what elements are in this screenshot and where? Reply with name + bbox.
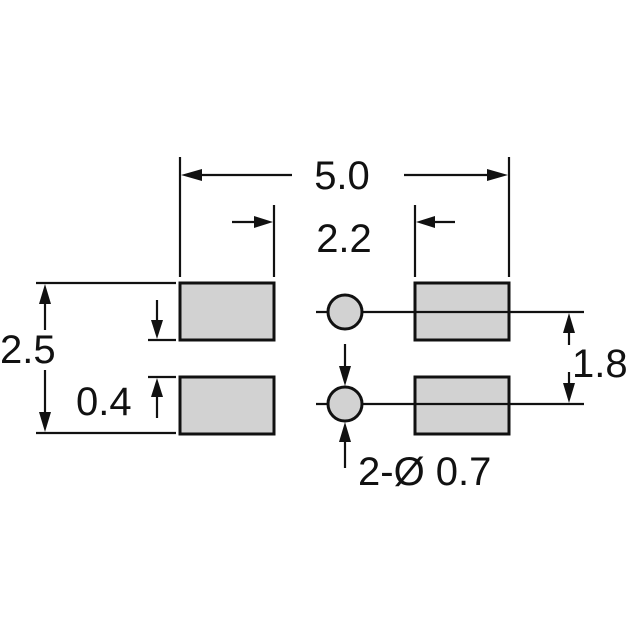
pad-bottom-right xyxy=(413,375,511,436)
arrowhead-up xyxy=(339,422,351,442)
dim-label-hole-pitch: 1.8 xyxy=(572,342,628,386)
dim-label-overall-width: 5.0 xyxy=(314,154,370,198)
dim-label-hole-diameter: 2-Ø 0.7 xyxy=(358,450,491,494)
arrowhead-right xyxy=(254,216,273,228)
pad-top-left xyxy=(178,281,276,342)
hole-top xyxy=(326,293,364,331)
dim-label-pad-spacing: 0.4 xyxy=(76,380,132,424)
dim-overall-width: 5.0 xyxy=(181,154,508,198)
arrowhead-up xyxy=(563,313,575,333)
arrowhead-down xyxy=(563,383,575,403)
arrowhead-up xyxy=(151,378,163,397)
dim-overall-height: 2.5 xyxy=(0,284,56,432)
arrowhead-down xyxy=(339,366,351,386)
arrowhead-down xyxy=(39,412,51,432)
dim-hole-diameter: 2-Ø 0.7 xyxy=(339,344,491,494)
dim-pad-gap: 2.2 xyxy=(232,216,455,261)
arrowhead-left xyxy=(416,216,435,228)
arrowhead-right xyxy=(487,169,508,181)
arrowhead-left xyxy=(181,169,202,181)
dim-label-overall-height: 2.5 xyxy=(0,328,56,372)
hole-bottom xyxy=(326,385,364,423)
dim-hole-pitch: 1.8 xyxy=(563,313,628,403)
dim-label-pad-gap: 2.2 xyxy=(316,217,372,261)
arrowhead-up xyxy=(39,284,51,304)
pad-bottom-left xyxy=(178,375,276,436)
arrowhead-down xyxy=(151,320,163,339)
dim-pad-spacing: 0.4 xyxy=(76,300,163,424)
